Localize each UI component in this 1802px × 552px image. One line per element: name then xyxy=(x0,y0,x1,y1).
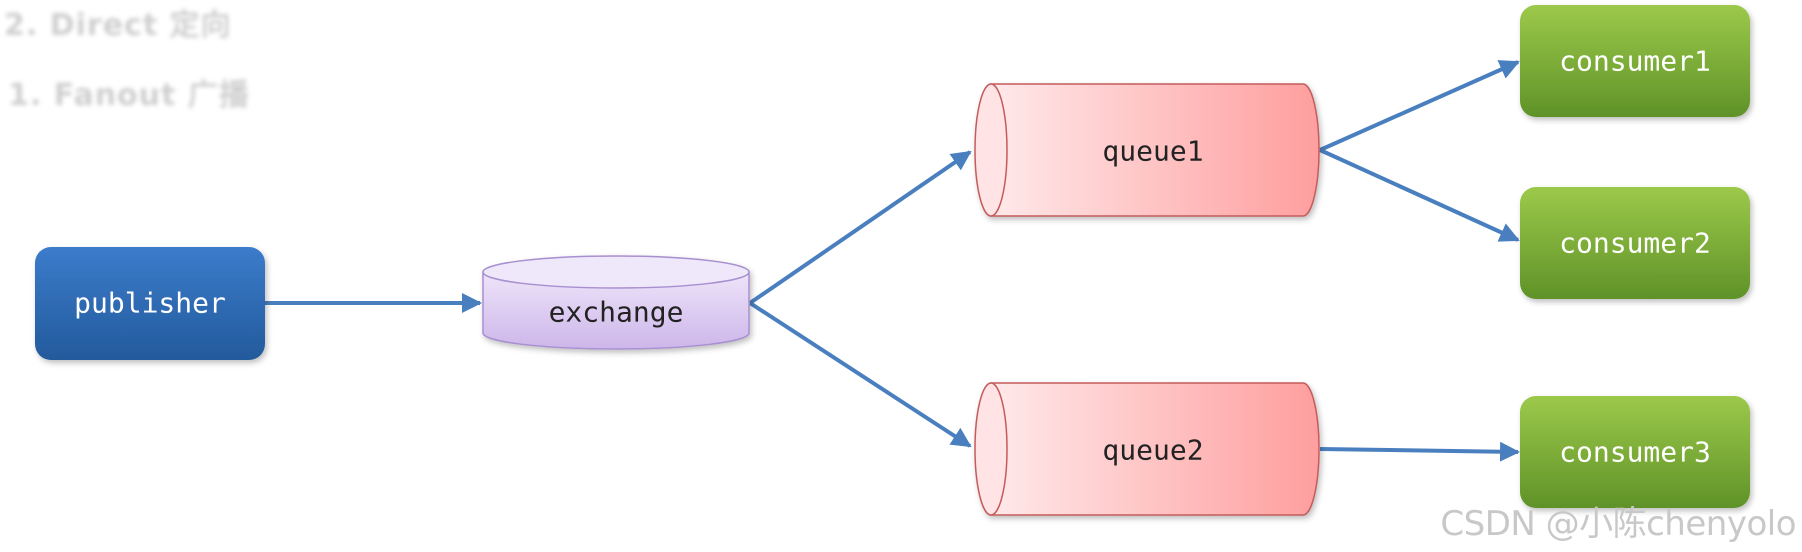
consumer2-label: consumer2 xyxy=(1559,227,1711,260)
exchange-node xyxy=(482,255,750,350)
csdn-watermark: CSDN @小陈chenyolo xyxy=(1440,504,1796,544)
arrow-exchange-queue2 xyxy=(748,301,972,448)
consumer2-node xyxy=(1520,187,1750,299)
consumer1-node xyxy=(1520,5,1750,117)
queue1-label: queue1 xyxy=(1102,135,1203,168)
queue2-label: queue2 xyxy=(1102,434,1203,467)
arrow-queue1-consumer1 xyxy=(1319,60,1520,152)
exchange-label: exchange xyxy=(549,296,684,329)
arrows xyxy=(264,60,1520,462)
arrow-queue2-consumer3 xyxy=(1319,441,1520,462)
publisher-label: publisher xyxy=(74,287,226,320)
consumer3-label: consumer3 xyxy=(1559,436,1711,469)
consumer1-label: consumer1 xyxy=(1559,45,1711,78)
queue1-node xyxy=(974,83,1320,217)
consumer3-node xyxy=(1520,396,1750,508)
publisher-node xyxy=(35,247,265,360)
queue2-node xyxy=(974,382,1320,516)
arrow-exchange-queue1 xyxy=(748,150,972,305)
arrow-queue1-consumer2 xyxy=(1319,148,1520,242)
section-label-fanout: 1. Fanout 广播 xyxy=(8,78,250,113)
section-label-direct: 2. Direct 定向 xyxy=(4,8,232,43)
